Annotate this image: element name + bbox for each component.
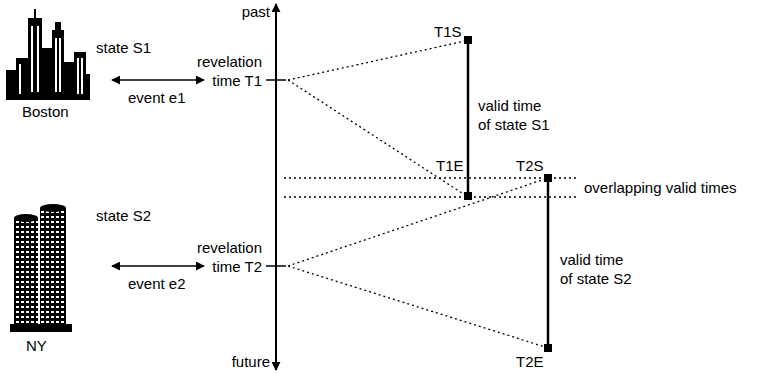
city-label: NY (26, 336, 47, 355)
event-label: event e1 (128, 88, 186, 107)
time-point-label: T2S (516, 156, 544, 175)
time-point-label: T2E (516, 352, 544, 371)
city-label: Boston (22, 102, 69, 121)
valid-time-bar (547, 178, 550, 348)
revelation-tick (266, 79, 286, 81)
event-arrow (112, 79, 204, 81)
revelation-label: revelation time T1 (192, 52, 262, 90)
projection-lines (284, 41, 576, 347)
time-point-label: T1S (434, 22, 462, 41)
overlap-label: overlapping valid times (584, 178, 737, 197)
time-point (464, 36, 472, 44)
time-point (544, 344, 552, 352)
valid-time-bar (467, 40, 470, 196)
interval-label: valid time of state S2 (560, 250, 638, 288)
time-axis (275, 4, 277, 370)
interval-label: valid time of state S1 (478, 96, 556, 134)
time-point (464, 192, 472, 200)
state-label: state S1 (96, 38, 151, 57)
revelation-label: revelation time T2 (192, 238, 262, 276)
event-arrow (112, 265, 204, 267)
revelation-tick (266, 265, 286, 267)
state-label: state S2 (96, 206, 151, 225)
time-point-label: T1E (436, 156, 464, 175)
boston-skyline (6, 9, 90, 100)
event-label: event e2 (128, 274, 186, 293)
axis-end-label: future (232, 352, 270, 371)
time-point (544, 174, 552, 182)
ny-skyline (10, 204, 72, 332)
axis-end-label: past (242, 2, 270, 21)
